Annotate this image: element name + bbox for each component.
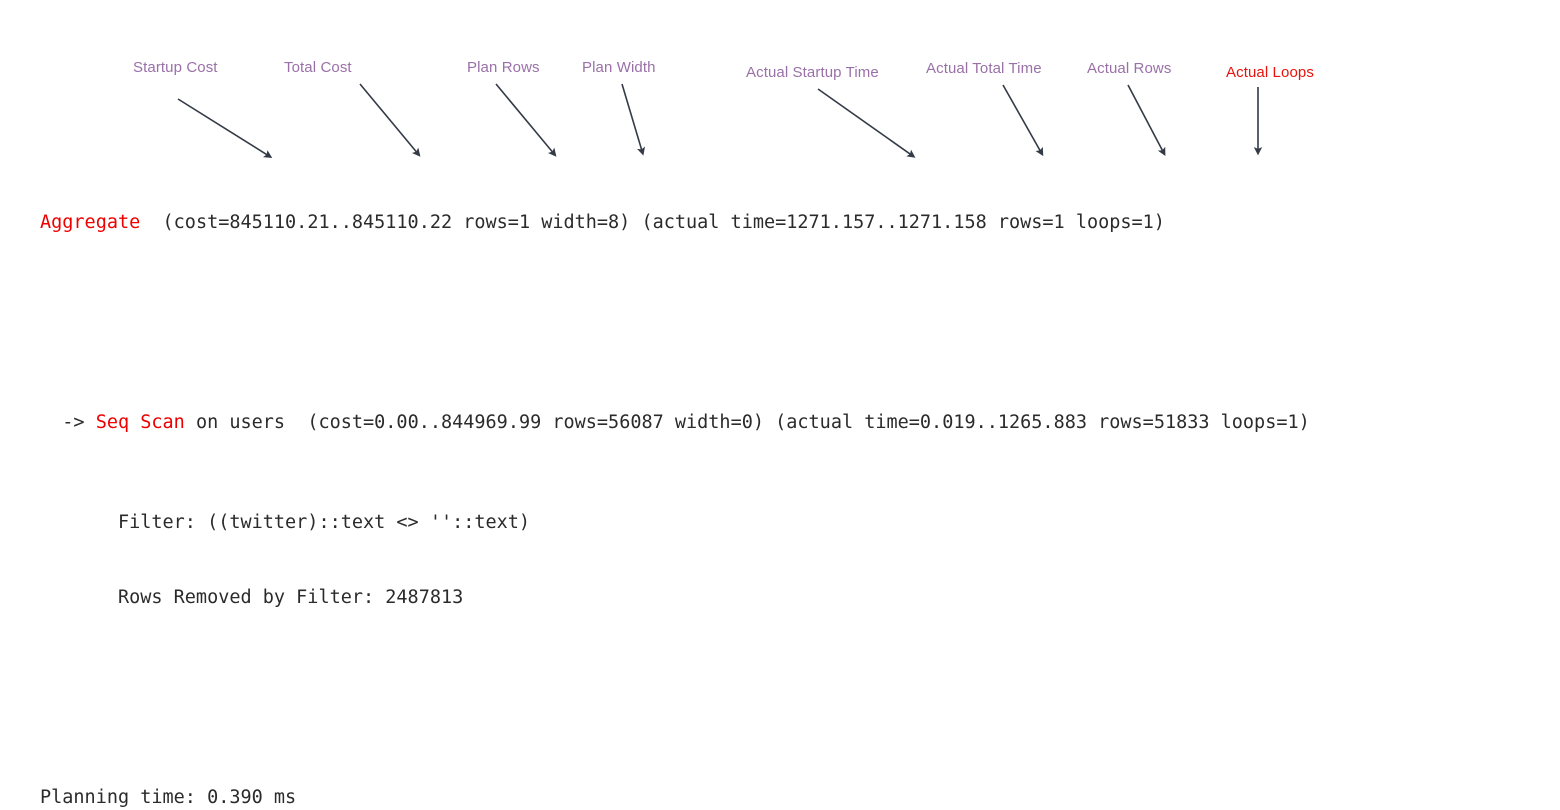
query-plan-text: Aggregate (cost=845110.21..845110.22 row… <box>40 160 1310 810</box>
annotation-arrow-actual-total-time <box>1002 84 1044 157</box>
plan-line-rows-removed: Rows Removed by Filter: 2487813 <box>40 587 464 608</box>
annotation-arrow-plan-rows <box>495 83 557 157</box>
annotation-label-actual-rows: Actual Rows <box>1087 60 1172 77</box>
plan-spacer-2 <box>40 685 1310 710</box>
explain-plan-annotated-figure: Startup Cost Total Cost Plan Rows Plan Widt… <box>40 59 1314 808</box>
annotation-label-actual-total-time: Actual Total Time <box>926 60 1042 77</box>
annotation-label-actual-startup-time: Actual Startup Time <box>746 64 879 81</box>
annotation-arrow-actual-startup-time <box>817 88 916 158</box>
plan-line-planning-time: Planning time: 0.390 ms <box>40 787 297 808</box>
plan-line-aggregate: Aggregate (cost=845110.21..845110.22 row… <box>40 210 1310 235</box>
seq-scan-detail: on users (cost=0.00..844969.99 rows=5608… <box>184 412 1310 433</box>
node-type-aggregate: Aggregate <box>40 212 141 233</box>
annotation-arrow-plan-width <box>621 83 646 156</box>
annotation-label-startup-cost: Startup Cost <box>133 59 218 76</box>
plan-line-seq-scan: -> Seq Scan on users (cost=0.00..844969.… <box>40 410 1310 435</box>
annotation-label-plan-rows: Plan Rows <box>467 59 540 76</box>
seq-scan-arrow-prefix: -> <box>40 412 96 433</box>
annotation-label-plan-width: Plan Width <box>582 59 656 76</box>
annotation-arrow-total-cost <box>359 83 421 157</box>
annotation-label-actual-loops: Actual Loops <box>1226 64 1314 81</box>
plan-line-filter: Filter: ((twitter)::text <> ''::text) <box>40 512 531 533</box>
node-type-seq-scan: Seq Scan <box>95 412 185 433</box>
plan-spacer-1 <box>40 310 1310 335</box>
annotation-label-total-cost: Total Cost <box>284 59 352 76</box>
annotation-arrow-startup-cost <box>177 98 273 159</box>
aggregate-detail: (cost=845110.21..845110.22 rows=1 width=… <box>140 212 1165 233</box>
annotation-arrow-actual-rows <box>1127 84 1166 157</box>
